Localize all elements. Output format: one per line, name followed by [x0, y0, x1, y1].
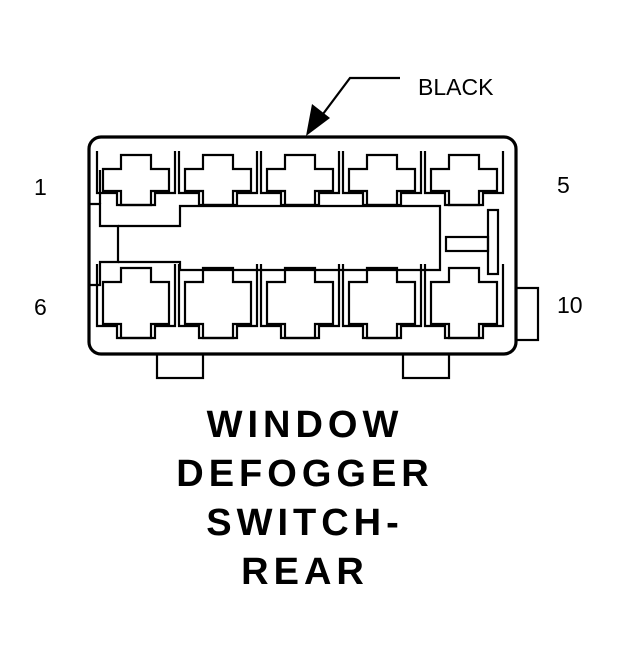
title-line-1: WINDOW	[207, 404, 404, 446]
pin-housing-bottom-4	[341, 264, 423, 340]
wire-color-label: BLACK	[418, 74, 494, 100]
pin-label-6: 6	[34, 294, 47, 320]
pin-cavity-top-3	[265, 153, 335, 207]
pin-cavity-bottom-1	[101, 266, 171, 340]
color-callout: BLACK	[306, 74, 494, 136]
pin-cavity-bottom-2	[183, 266, 253, 340]
connector-body	[87, 135, 540, 380]
pin-cavity-top-1	[101, 153, 171, 207]
pin-housing-top-5	[423, 151, 505, 207]
pin-row-top	[95, 151, 505, 207]
title-line-2: DEFOGGER	[176, 453, 433, 495]
pin-cavity-bottom-4	[347, 266, 417, 340]
pin-label-5: 5	[557, 172, 570, 198]
pin-cavity-bottom-3	[265, 266, 335, 340]
pin-cavity-bottom-5	[429, 266, 499, 340]
pin-housing-top-2	[177, 151, 259, 207]
callout-arrowhead	[306, 104, 330, 136]
pin-housing-top-4	[341, 151, 423, 207]
title-line-4: REAR	[241, 551, 369, 593]
pin-cavity-top-2	[183, 153, 253, 207]
title-line-3: SWITCH-	[206, 502, 404, 544]
pin-housing-top-3	[259, 151, 341, 207]
pin-cavity-top-5	[429, 153, 499, 207]
pin-cavity-top-4	[347, 153, 417, 207]
pin-row-bottom	[95, 264, 505, 340]
diagram-title: WINDOW DEFOGGER SWITCH- REAR	[176, 404, 433, 593]
pin-housing-bottom-2	[177, 264, 259, 340]
pin-label-1: 1	[34, 174, 47, 200]
pin-housing-top-1	[95, 151, 177, 207]
pin-label-10: 10	[557, 292, 583, 318]
pin-housing-bottom-5	[423, 264, 505, 340]
pin-housing-bottom-1	[95, 264, 177, 340]
pin-housing-bottom-3	[259, 264, 341, 340]
